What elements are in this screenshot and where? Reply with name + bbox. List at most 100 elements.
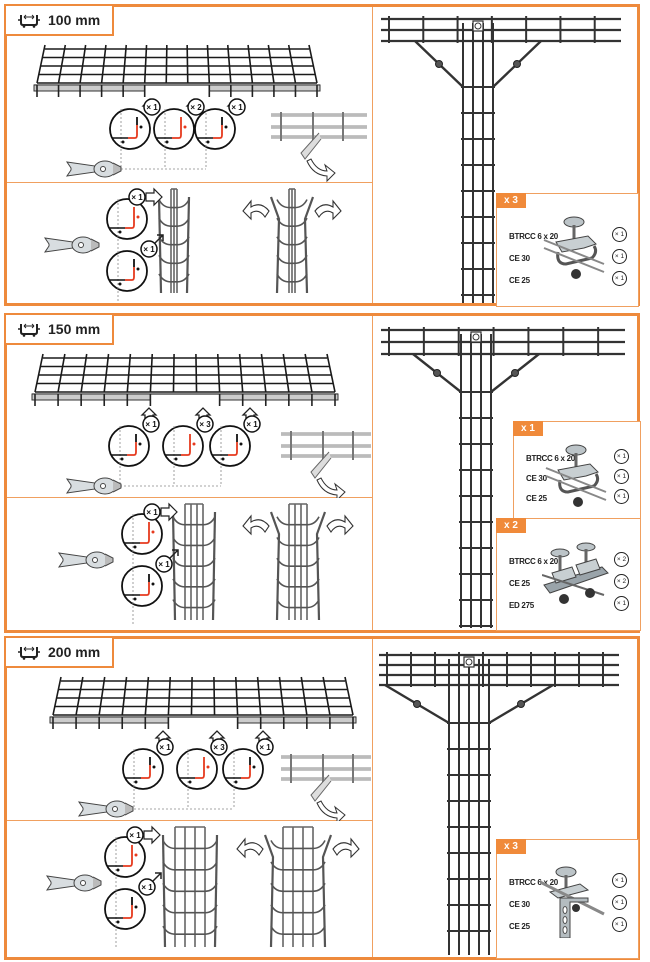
part-quantity: × 2	[614, 574, 629, 589]
width-header: 150 mm	[6, 315, 114, 345]
side-cut-step: × 1 × 1	[7, 821, 373, 957]
vertical-tray	[269, 503, 327, 621]
tray-cut-diagram: × 1× 3× 1	[49, 676, 371, 821]
part-reference: BTRCC 6 x 20	[509, 557, 558, 566]
bolt-cutter-icon	[65, 477, 122, 495]
clamp-icon	[511, 369, 519, 377]
tee-junction-drawing	[381, 327, 625, 628]
part-reference: ED 275	[509, 601, 534, 610]
rail-corner-detail	[271, 112, 367, 183]
part-reference: BTRCC 6 x 20	[509, 232, 558, 241]
quantity-label: × 1	[145, 420, 157, 429]
cut-detail-circle	[104, 888, 146, 949]
cut-detail-circle	[121, 565, 163, 626]
quantity-badge: × 1	[228, 98, 246, 116]
rail-corner-detail	[281, 431, 371, 498]
side-cut-diagram: × 1 × 1	[45, 825, 360, 949]
quantity-label: × 1	[259, 743, 271, 752]
quantity-label: × 1	[129, 831, 141, 840]
quantity-label: × 1	[158, 560, 170, 569]
tee-assembly-view	[373, 316, 637, 630]
fold-out-arrow-icon	[314, 199, 342, 221]
quantity-badge: × 1	[155, 555, 173, 573]
quantity-badge: × 2	[187, 98, 205, 116]
part-quantity: × 2	[614, 552, 629, 567]
fold-arrow-icon	[306, 158, 336, 183]
part-reference: CE 30	[509, 254, 530, 263]
right-arrow-icon	[145, 187, 163, 207]
cut-detail-circle	[122, 748, 164, 809]
cut-detail-circle	[153, 108, 195, 169]
cut-detail-circle	[209, 425, 251, 486]
quantity-badge: × 1	[128, 188, 146, 206]
quantity-label: × 1	[141, 883, 153, 892]
tee-assembly-view	[373, 639, 637, 957]
clamp-assembly-illustration	[540, 866, 605, 938]
quantity-badge: × 1	[142, 415, 160, 433]
quantity-badge: × 1	[143, 503, 161, 521]
wire-tray	[49, 676, 357, 729]
cut-detail-circle	[121, 513, 163, 574]
tray-cut-diagram: × 1 × 2 × 1	[33, 44, 367, 183]
tray-cut-step: × 1× 3× 1	[7, 316, 373, 498]
side-cut-diagram: × 1 × 1	[57, 502, 354, 626]
width-label: 200 mm	[48, 644, 101, 660]
cut-detail-circle	[194, 108, 236, 169]
tray-cut-step: × 1 × 2 × 1	[7, 7, 373, 183]
cut-detail-circle	[106, 198, 148, 259]
tray-cut-diagram: × 1× 3× 1	[31, 353, 371, 498]
section-200mm: × 1× 3× 1 200 mm × 1 × 1 x 3 BTRCC 6 x 20 × 1 C…	[4, 636, 640, 960]
diagonal-arrow-icon	[169, 549, 179, 559]
bolt-cutter-icon	[65, 160, 122, 178]
clamp-icon	[517, 700, 525, 708]
fold-out-arrow-icon	[332, 837, 360, 859]
wire-tray	[31, 353, 339, 406]
cut-detail-circle	[176, 748, 218, 809]
width-header: 100 mm	[6, 6, 114, 36]
clamp-icon	[413, 700, 421, 708]
width-header: 200 mm	[6, 638, 114, 668]
part-reference: CE 30	[509, 900, 530, 909]
tee-diagram	[381, 327, 625, 628]
kit-multiplier-tag: x 3	[496, 193, 526, 208]
clamp-icon	[513, 60, 521, 68]
part-reference: CE 25	[509, 579, 530, 588]
quantity-label: × 2	[190, 103, 202, 112]
part-reference: BTRCC 6 x 20	[509, 878, 558, 887]
vertical-tray	[263, 826, 333, 948]
fold-arrow-icon	[316, 477, 346, 498]
width-label: 100 mm	[48, 12, 101, 28]
part-quantity: × 1	[614, 596, 629, 611]
diagonal-arrow-icon	[152, 872, 162, 882]
clamp-icon	[433, 369, 441, 377]
bolt-cutter-icon	[57, 551, 114, 569]
bolt-cutter-icon	[45, 874, 102, 892]
part-quantity: × 1	[612, 271, 627, 286]
bolt-cutter-icon	[77, 800, 134, 818]
tray-width-icon	[18, 646, 40, 660]
part-quantity: × 1	[614, 489, 629, 504]
tee-diagram	[381, 16, 621, 303]
side-cut-diagram: × 1× 1	[43, 187, 342, 303]
section-100mm: × 1 × 2 × 1 100 mm × 1× 1 x 3 BTRCC 6 x 20 × 1 C…	[4, 4, 640, 307]
vertical-tray	[269, 188, 315, 294]
tee-diagram	[379, 652, 619, 955]
vertical-tray	[161, 826, 219, 948]
tee-junction-drawing	[381, 16, 621, 303]
cut-detail-circle	[109, 108, 151, 169]
quantity-label: × 1	[146, 103, 158, 112]
part-quantity: × 1	[614, 449, 629, 464]
quantity-badge: × 1	[138, 878, 156, 896]
quantity-label: × 1	[146, 508, 158, 517]
part-reference: CE 25	[509, 276, 530, 285]
kit-multiplier-tag: x 3	[496, 839, 526, 854]
quantity-label: × 1	[131, 193, 143, 202]
part-quantity: × 1	[614, 469, 629, 484]
quantity-label: × 1	[159, 743, 171, 752]
quantity-label: × 3	[199, 420, 211, 429]
right-arrow-icon	[160, 502, 178, 522]
